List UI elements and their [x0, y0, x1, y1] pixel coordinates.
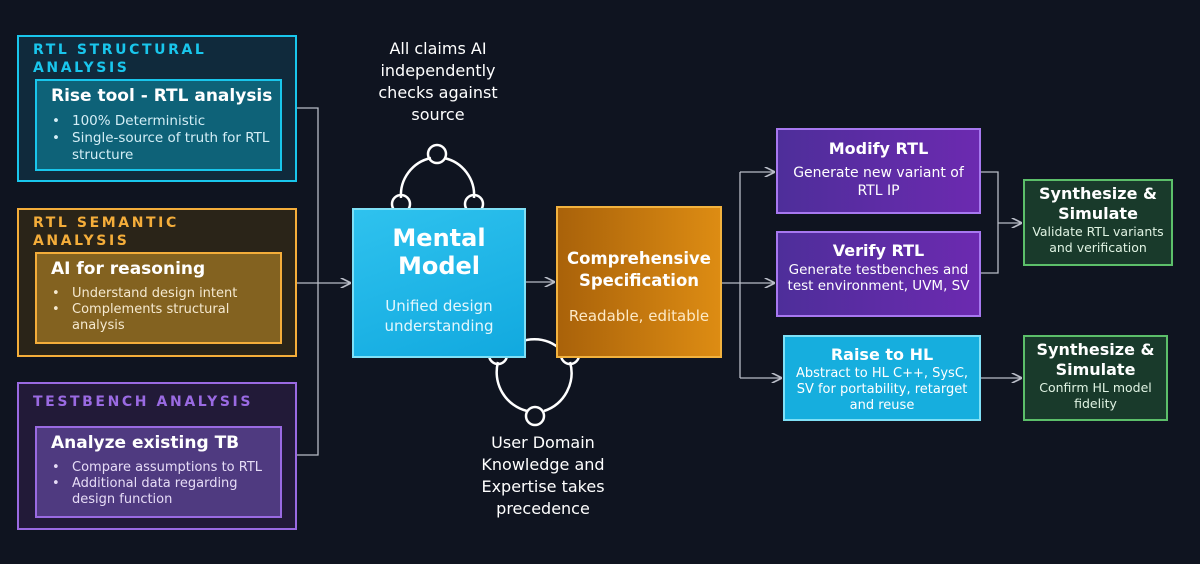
- raise-to-hl-box: Raise to HL Abstract to HL C++, SysC, SV…: [783, 335, 981, 421]
- bullet-list: 100% Deterministic Single-source of trut…: [51, 113, 272, 164]
- bullet-item: Compare assumptions to RTL: [51, 460, 272, 476]
- synthesize-simulate-box-1: Synthesize & Simulate Validate RTL varia…: [1023, 179, 1173, 266]
- synthesize-simulate-box-2: Synthesize & Simulate Confirm HL model f…: [1023, 335, 1168, 421]
- result-desc: Confirm HL model fidelity: [1039, 380, 1152, 411]
- rise-tool-card: Rise tool - RTL analysis 100% Determinis…: [35, 79, 282, 171]
- bullet-item: 100% Deterministic: [51, 113, 272, 130]
- bullet-list: Understand design intent Complements str…: [51, 286, 272, 334]
- mental-model-title: Mental Model: [392, 224, 486, 280]
- result-title: Synthesize & Simulate: [1036, 340, 1155, 379]
- card-title: Analyze existing TB: [51, 433, 240, 453]
- top-caption: All claims AI independently checks again…: [378, 39, 498, 124]
- result-desc: Validate RTL variants and verification: [1032, 224, 1164, 255]
- modify-rtl-title: Modify RTL: [828, 139, 929, 158]
- verify-rtl-desc: Generate testbenches and test environmen…: [787, 262, 970, 294]
- bullet-item: Single-source of truth for RTL structure: [51, 130, 272, 164]
- raise-to-hl-desc: Abstract to HL C++, SysC, SV for portabi…: [795, 366, 969, 413]
- specification-subtitle: Readable, editable: [568, 307, 710, 325]
- mental-model-box: Mental Model Unified design understandin…: [352, 208, 526, 358]
- bottom-caption: User Domain Knowledge and Expertise take…: [481, 433, 605, 518]
- card-title: AI for reasoning: [51, 259, 206, 279]
- testbench-analysis-panel: TESTBENCH ANALYSIS Analyze existing TB C…: [17, 382, 297, 530]
- modify-rtl-desc: Generate new variant of RTL IP: [793, 165, 964, 199]
- bullet-item: Complements structural analysis: [51, 302, 272, 334]
- bracket-line: [297, 107, 319, 456]
- rtl-semantic-analysis-panel: RTL SEMANTIC ANALYSIS AI for reasoning U…: [17, 208, 297, 357]
- modify-rtl-box: Modify RTL Generate new variant of RTL I…: [776, 128, 981, 214]
- card-title: Rise tool - RTL analysis: [51, 86, 273, 106]
- bullet-item: Understand design intent: [51, 286, 272, 302]
- merge-line: [981, 171, 999, 274]
- cycle-icon: [390, 143, 485, 215]
- verify-rtl-box: Verify RTL Generate testbenches and test…: [776, 231, 981, 317]
- analyze-tb-card: Analyze existing TB Compare assumptions …: [35, 426, 282, 518]
- ai-reasoning-card: AI for reasoning Understand design inten…: [35, 252, 282, 344]
- bullet-item: Additional data regarding design functio…: [51, 476, 272, 508]
- bullet-list: Compare assumptions to RTL Additional da…: [51, 460, 272, 508]
- raise-to-hl-title: Raise to HL: [830, 345, 934, 364]
- specification-title: Comprehensive Specification: [567, 249, 711, 290]
- rtl-structural-analysis-panel: RTL STRUCTURAL ANALYSIS Rise tool - RTL …: [17, 35, 297, 182]
- result-title: Synthesize & Simulate: [1039, 184, 1157, 223]
- verify-rtl-title: Verify RTL: [832, 241, 925, 260]
- mental-model-subtitle: Unified design understanding: [384, 297, 494, 335]
- panel-title: RTL STRUCTURAL ANALYSIS: [33, 42, 207, 76]
- specification-box: Comprehensive Specification Readable, ed…: [556, 206, 722, 358]
- panel-title: TESTBENCH ANALYSIS: [33, 394, 254, 410]
- panel-title: RTL SEMANTIC ANALYSIS: [33, 215, 179, 249]
